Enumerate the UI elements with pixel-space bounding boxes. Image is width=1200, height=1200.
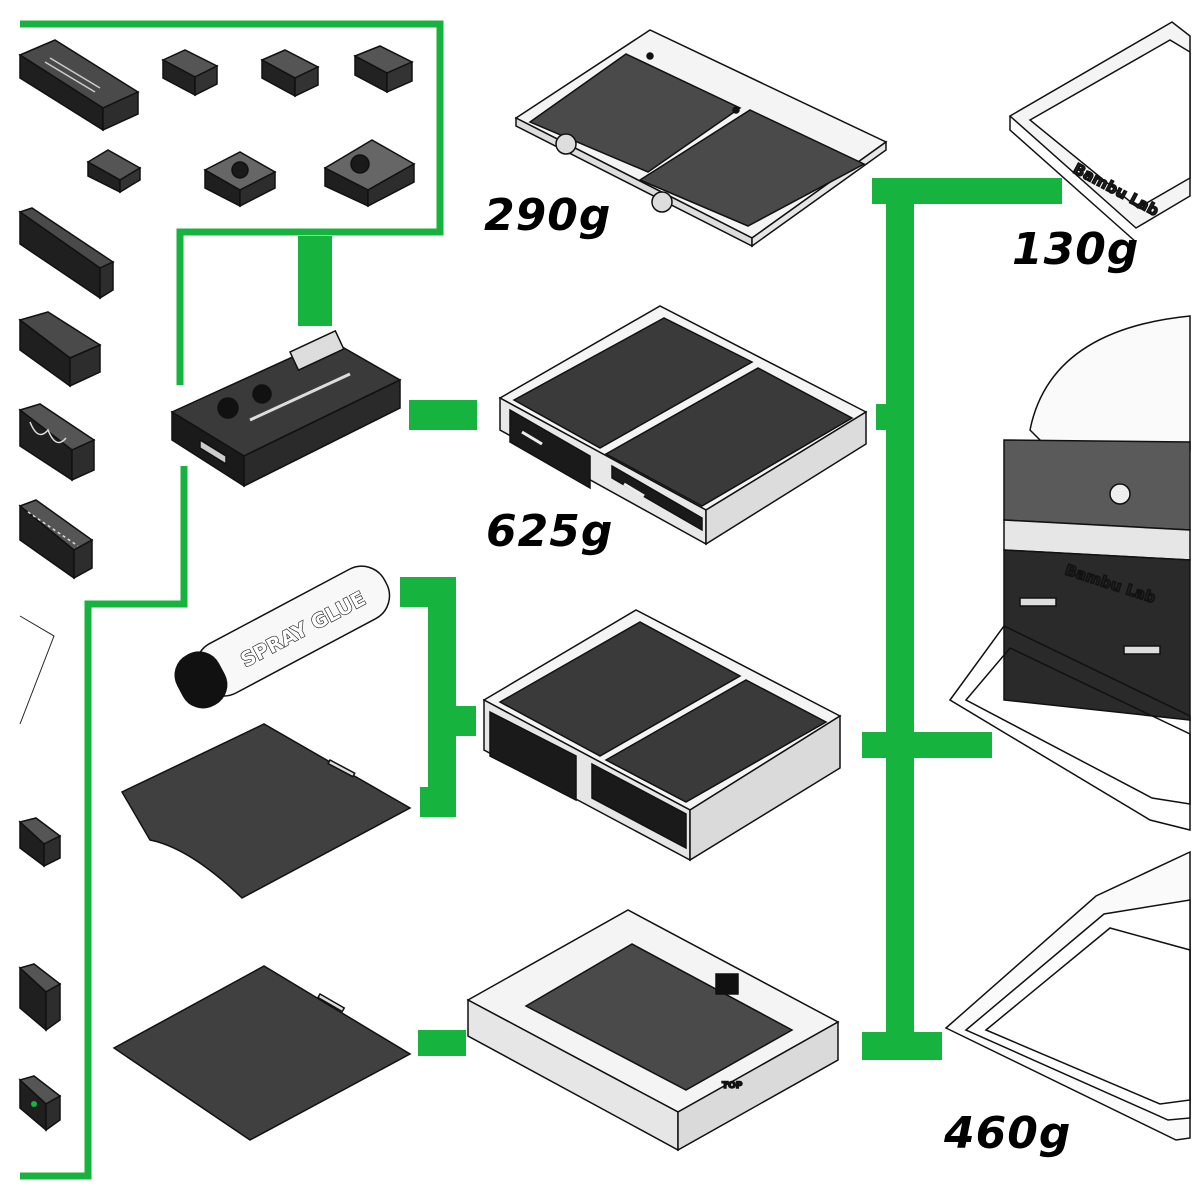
left-bin-column <box>18 207 115 1132</box>
left-staircase-line <box>20 466 188 1180</box>
connector-bars <box>298 178 1062 1060</box>
square-bin <box>18 311 102 388</box>
printer-assembly: Bambu Lab <box>948 315 1191 831</box>
holder-bin-1 <box>18 817 62 868</box>
holder-bin-2 <box>18 963 62 1032</box>
build-sheet-flat <box>112 965 412 1141</box>
small-block-4 <box>86 149 142 194</box>
top-plate <box>514 29 888 248</box>
small-box-2 <box>323 139 416 208</box>
weight-frame: 130g <box>1012 224 1139 275</box>
tray-top-mark: TOP <box>722 1081 743 1091</box>
weight-top-plate: 290g <box>484 190 611 241</box>
small-block-2 <box>260 49 320 98</box>
sketch-line <box>19 615 55 725</box>
organizer-insert <box>170 329 402 488</box>
bracket-stub <box>452 706 476 736</box>
bracket-vertical <box>428 577 456 817</box>
open-tray <box>482 609 842 862</box>
spray-glue-can: SPRAY GLUE <box>174 565 391 709</box>
bus-bottom-horizontal <box>862 1032 942 1060</box>
small-block-1 <box>161 49 219 97</box>
slotted-bin <box>18 403 96 482</box>
build-sheet-curved <box>120 723 412 899</box>
top-frame: Bambu Lab <box>1008 21 1191 243</box>
connector-organizer-to-tray <box>409 400 477 430</box>
holder-bin-3 <box>18 1075 62 1132</box>
bracket-bottom <box>420 787 456 817</box>
long-bin <box>18 207 115 300</box>
drawer-tray <box>498 305 868 546</box>
tool-tray-part <box>18 39 140 132</box>
bus-stub-tray <box>876 404 890 430</box>
small-box-1 <box>203 151 277 208</box>
bottom-frame <box>944 850 1191 1141</box>
weight-bottom-tray: 460g <box>943 1108 1071 1159</box>
comb-bin <box>18 499 94 580</box>
connector-sheet-to-tray <box>418 1030 466 1056</box>
parts-group-outline <box>20 20 444 385</box>
small-block-3 <box>353 45 414 94</box>
weight-drawer-tray: 625g <box>486 506 613 557</box>
connector-stub-organizer <box>298 236 332 326</box>
bus-vertical <box>886 178 914 1058</box>
small-parts-group <box>18 39 416 208</box>
bottom-tray: TOP <box>466 909 840 1152</box>
connector-lines <box>20 20 444 1180</box>
bus-middle-horizontal <box>862 732 992 758</box>
